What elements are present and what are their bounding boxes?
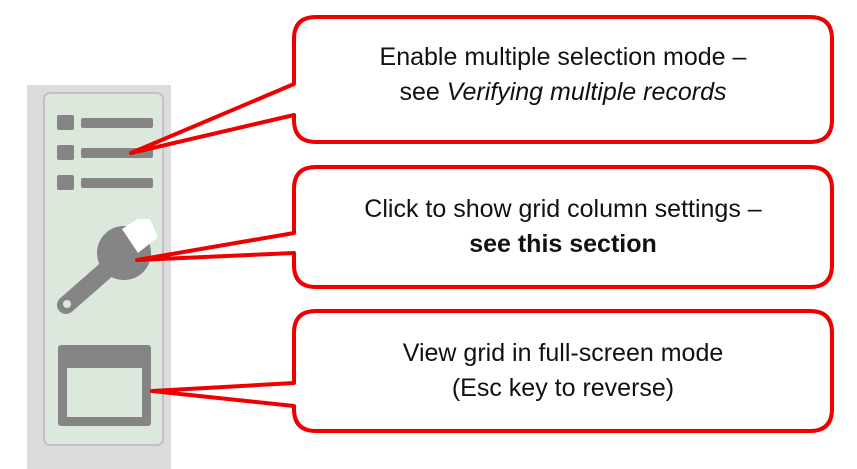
callout-fullscreen-line2: (Esc key to reverse) (451, 374, 675, 402)
callout-fullscreen-text: View grid in full-screen mode (Esc key t… (296, 336, 830, 406)
callout-column-settings-line2: see this section (296, 227, 830, 262)
callout-multi-select-text: Enable multiple selection mode – see Ver… (296, 40, 830, 110)
callout-multi-select-line1: Enable multiple selection mode – (379, 43, 747, 71)
callout-multi-select-prefix: see (399, 78, 447, 106)
fullscreen-window-icon[interactable] (56, 343, 153, 428)
callout-multi-select (129, 15, 834, 155)
callout-multi-select-line2: see Verifying multiple records (296, 75, 830, 110)
see-this-section-link[interactable]: see this section (469, 230, 657, 258)
callout-column-settings-line1: Click to show grid column settings – (364, 195, 762, 223)
callout-fullscreen (150, 309, 834, 433)
verifying-multiple-records-link[interactable]: Verifying multiple records (446, 78, 727, 106)
callout-fullscreen-line1: View grid in full-screen mode (402, 339, 724, 367)
callout-column-settings-text: Click to show grid column settings – see… (296, 192, 830, 262)
callout-column-settings (135, 165, 834, 289)
wrench-icon[interactable] (54, 219, 159, 319)
